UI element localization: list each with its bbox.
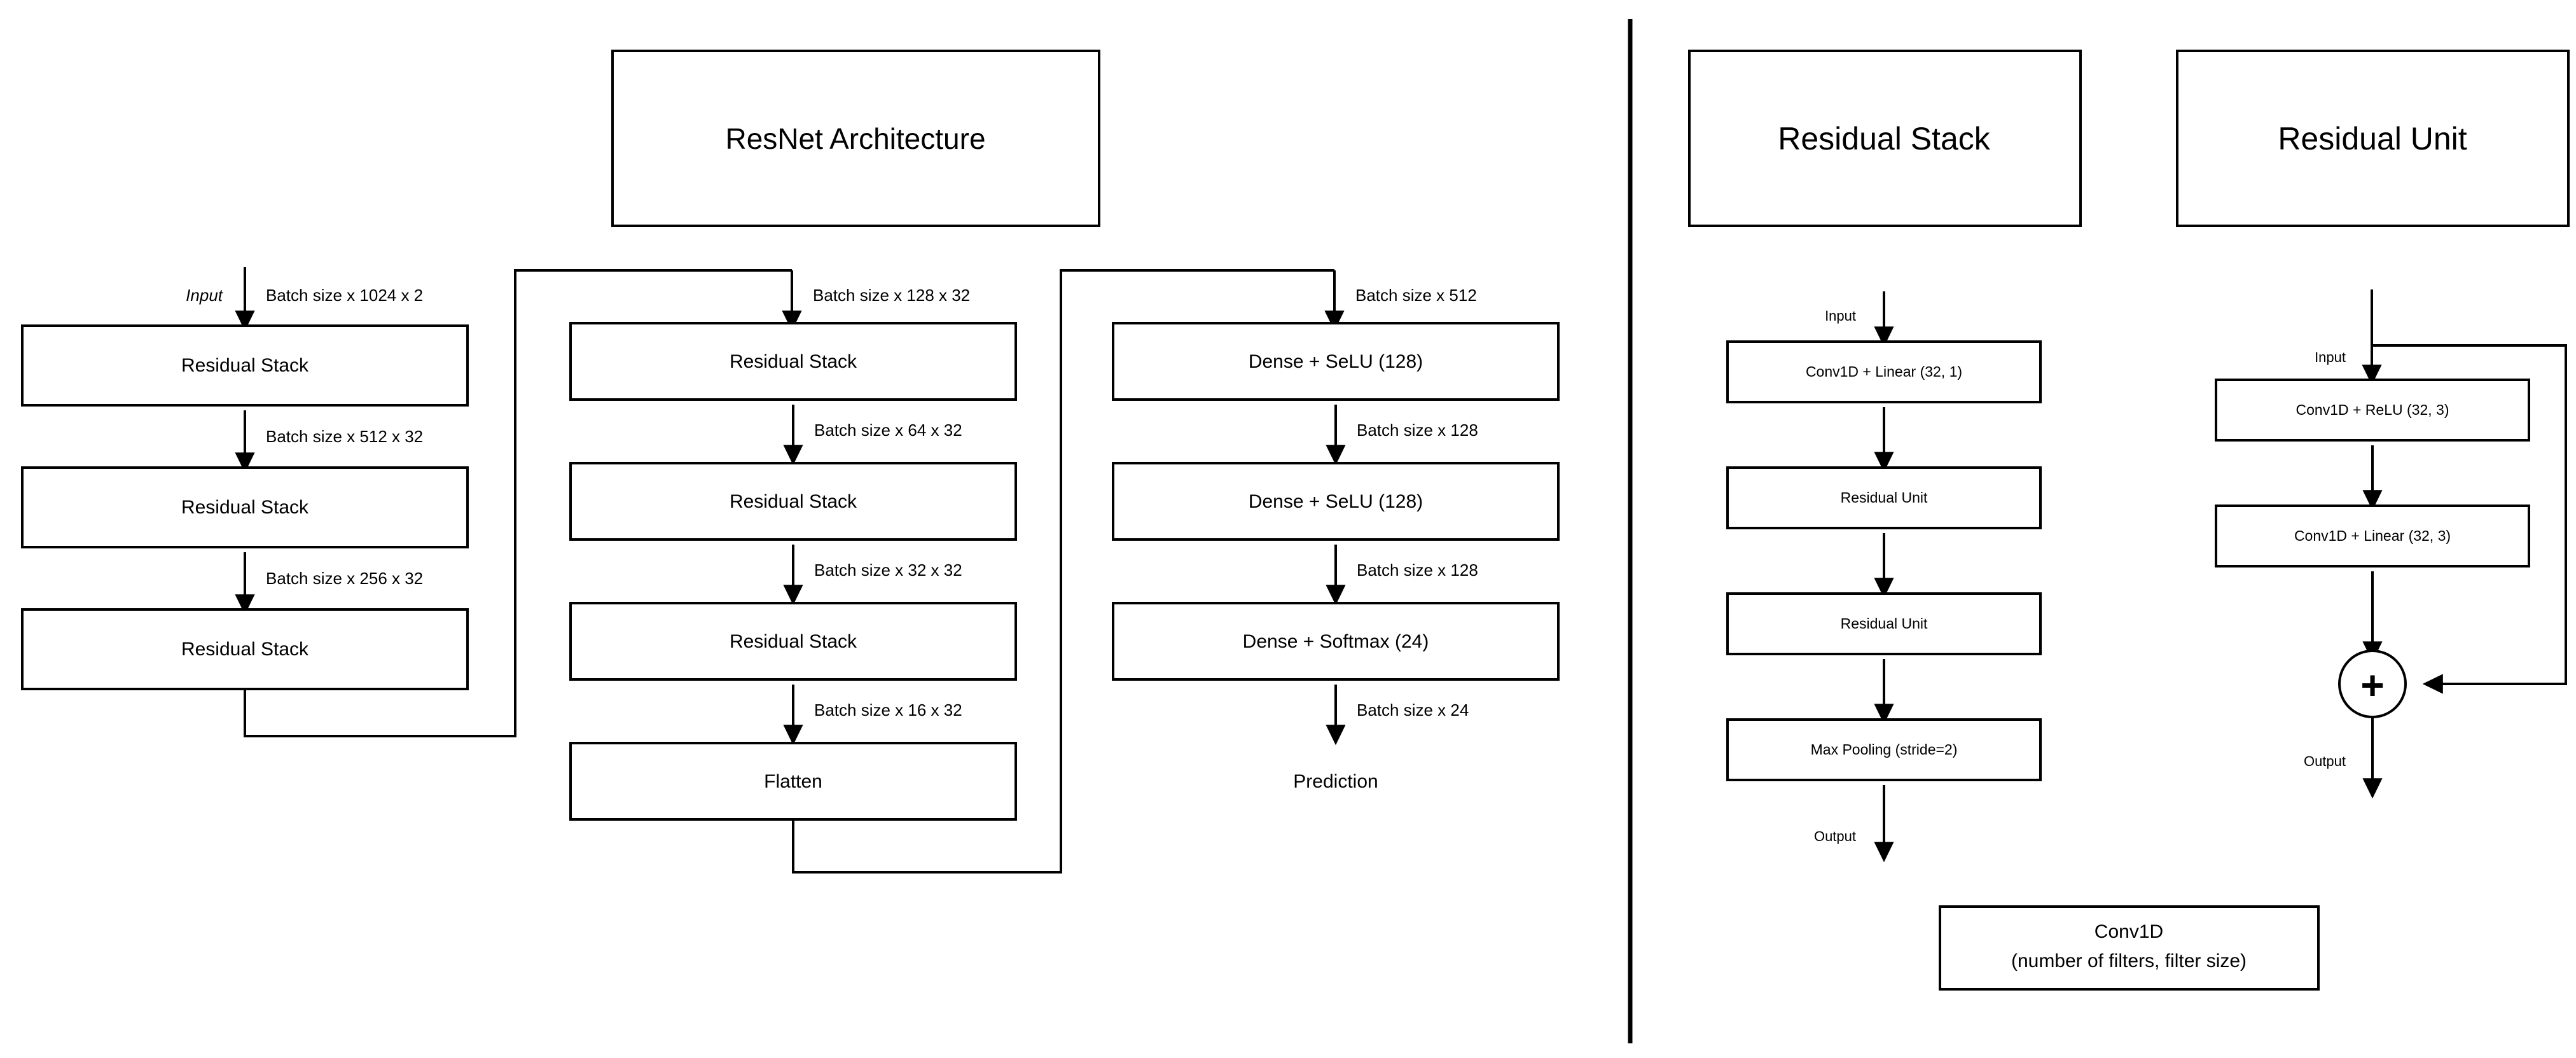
edge-shape-c1-2: Batch size x 256 x 32 <box>266 569 423 588</box>
connector-skip-connection <box>2372 344 2567 694</box>
edge-shape-entry-col3: Batch size x 512 <box>1355 286 1477 305</box>
block-label-dense-softmax: Dense + Softmax (24) <box>1243 631 1429 652</box>
block-residual-stack-2[interactable] <box>21 466 469 548</box>
block-conv1d-relu-32-3[interactable] <box>2215 379 2530 442</box>
legend-line-1: Conv1D <box>2095 921 2163 942</box>
block-residual-stack-5[interactable] <box>569 462 1017 541</box>
residual-stack-panel: Residual Stack Input Conv1D + Linear (32… <box>1688 50 2082 863</box>
edge-label-ru-input: Input <box>2315 349 2346 365</box>
edge-shape-c3-3: Batch size x 24 <box>1357 700 1469 720</box>
edge-shape-c2-3: Batch size x 16 x 32 <box>814 700 962 720</box>
block-residual-unit-2[interactable] <box>1726 592 2042 655</box>
block-label-residual-unit-1: Residual Unit <box>1841 489 1928 506</box>
edge-label-rs-output: Output <box>1814 828 1856 844</box>
edge-shape-c2-2: Batch size x 32 x 32 <box>814 560 962 580</box>
edge-shape-c1-1: Batch size x 512 x 32 <box>266 427 423 446</box>
block-label-dense-selu-1: Dense + SeLU (128) <box>1249 351 1423 372</box>
panel-title-residual-unit: Residual Unit <box>2278 121 2467 157</box>
title-box: ResNet Architecture <box>611 50 1100 227</box>
residual-unit-panel: Residual Unit Input Conv1D + ReLU (32, 3… <box>2176 50 2570 799</box>
block-label-residual-stack-1: Residual Stack <box>181 355 309 376</box>
edge-label-input: Input <box>186 286 224 305</box>
block-residual-stack-6[interactable] <box>569 602 1017 681</box>
title-box-label: ResNet Architecture <box>725 122 985 155</box>
block-label-dense-selu-2: Dense + SeLU (128) <box>1249 491 1423 512</box>
terminal-label-prediction: Prediction <box>1293 771 1378 792</box>
block-dense-selu-1[interactable] <box>1112 322 1560 401</box>
block-max-pooling[interactable] <box>1726 718 2042 781</box>
block-flatten[interactable] <box>569 742 1017 821</box>
block-label-flatten: Flatten <box>764 771 822 792</box>
block-label-max-pooling: Max Pooling (stride=2) <box>1811 741 1958 758</box>
edge-label-rs-input: Input <box>1825 308 1856 324</box>
block-dense-softmax[interactable] <box>1112 602 1560 681</box>
block-label-residual-stack-3: Residual Stack <box>181 639 309 660</box>
legend-box-frame <box>1939 905 2320 991</box>
block-label-residual-stack-4: Residual Stack <box>730 351 857 372</box>
resnet-column-2: Batch size x 128 x 32 Residual Stack Bat… <box>569 270 1017 821</box>
block-residual-stack-4[interactable] <box>569 322 1017 401</box>
block-label-residual-stack-2: Residual Stack <box>181 497 309 518</box>
edge-label-ru-output: Output <box>2304 753 2346 769</box>
resnet-column-1: Input Batch size x 1024 x 2 Residual Sta… <box>21 267 469 690</box>
edge-shape-c3-2: Batch size x 128 <box>1357 560 1478 580</box>
edge-shape-c2-1: Batch size x 64 x 32 <box>814 421 962 440</box>
block-label-residual-stack-5: Residual Stack <box>730 491 857 512</box>
add-node-circle <box>2338 650 2407 718</box>
block-residual-unit-1[interactable] <box>1726 466 2042 529</box>
edge-shape-input: Batch size x 1024 x 2 <box>266 286 423 305</box>
panel-title-box-residual-stack <box>1688 50 2082 227</box>
block-label-conv1d-linear-32-1: Conv1D + Linear (32, 1) <box>1806 363 1962 380</box>
block-label-conv1d-linear-32-3: Conv1D + Linear (32, 3) <box>2294 527 2451 544</box>
edge-shape-entry-col2: Batch size x 128 x 32 <box>813 286 970 305</box>
panel-title-residual-stack: Residual Stack <box>1778 121 1990 157</box>
panel-title-box-residual-unit <box>2176 50 2570 227</box>
connector-col1-to-col2 <box>244 269 792 737</box>
block-dense-selu-2[interactable] <box>1112 462 1560 541</box>
block-conv1d-linear-32-3[interactable] <box>2215 505 2530 567</box>
add-symbol: + <box>2360 662 2384 708</box>
block-conv1d-linear-32-1[interactable] <box>1726 340 2042 403</box>
resnet-column-3: Batch size x 512 Dense + SeLU (128) Batc… <box>1112 270 1560 792</box>
connector-col2-to-col3 <box>792 269 1334 874</box>
legend-box: Conv1D (number of filters, filter size) <box>1939 905 2320 991</box>
block-label-residual-stack-6: Residual Stack <box>730 631 857 652</box>
edge-shape-c3-1: Batch size x 128 <box>1357 421 1478 440</box>
block-label-residual-unit-2: Residual Unit <box>1841 615 1928 632</box>
legend-line-2: (number of filters, filter size) <box>2011 950 2247 971</box>
block-residual-stack-1[interactable] <box>21 324 469 407</box>
block-label-conv1d-relu-32-3: Conv1D + ReLU (32, 3) <box>2296 401 2449 418</box>
